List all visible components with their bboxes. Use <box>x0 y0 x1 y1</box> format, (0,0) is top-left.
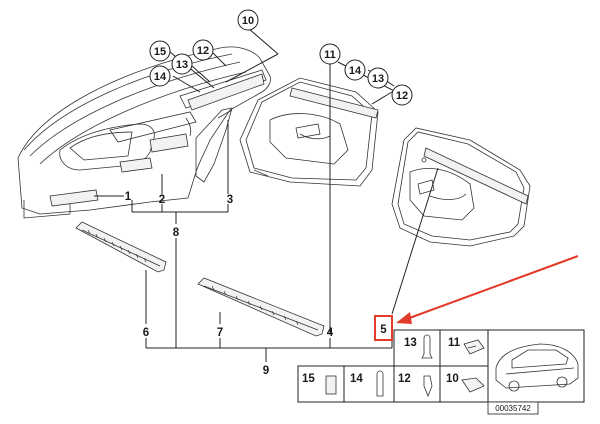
callout-circle-11: 11 <box>319 43 341 65</box>
svg-text:12: 12 <box>396 90 408 102</box>
svg-text:13: 13 <box>372 73 384 85</box>
label-4: 4 <box>327 327 334 339</box>
part-15-icon <box>325 375 337 395</box>
svg-text:15: 15 <box>154 46 166 58</box>
box-label-12: 12 <box>398 373 411 385</box>
box-label-15: 15 <box>302 373 315 385</box>
svg-text:12: 12 <box>197 45 209 57</box>
front-door-illustration <box>239 77 379 187</box>
callout-circle-15: 15 <box>149 40 171 62</box>
screw-12-icon <box>423 375 433 398</box>
label-1: 1 <box>125 191 132 203</box>
diagram-code: 00035742 <box>487 401 539 415</box>
svg-text:00035742: 00035742 <box>495 404 531 413</box>
svg-text:14: 14 <box>349 65 362 77</box>
car-silhouette-box <box>487 329 585 403</box>
callout-circle-14-door: 14 <box>344 59 366 81</box>
svg-text:11: 11 <box>324 49 336 61</box>
box-label-13: 13 <box>404 337 417 349</box>
box-label-10: 10 <box>446 373 459 385</box>
car-icon <box>495 343 579 389</box>
red-arrow-indicator <box>396 255 579 324</box>
rear-door-illustration <box>391 127 531 247</box>
label-6: 6 <box>143 327 149 339</box>
clip-10-icon <box>461 377 485 393</box>
label-3: 3 <box>227 194 233 206</box>
callout-circle-12-door: 12 <box>391 84 413 106</box>
callout-circle-13-door: 13 <box>367 67 389 89</box>
hardware-box-lower: 15 14 12 10 <box>297 365 489 403</box>
push-clip-13-icon <box>421 334 433 359</box>
callout-circle-13: 13 <box>171 53 193 75</box>
trim-strip-6-illustration <box>75 221 167 273</box>
box-label-14: 14 <box>350 373 363 385</box>
screw-14-icon <box>376 370 384 397</box>
dashboard-illustration <box>17 46 271 219</box>
clip-11-icon <box>463 339 485 355</box>
svg-text:13: 13 <box>176 59 188 71</box>
label-2: 2 <box>159 194 165 206</box>
label-8: 8 <box>173 227 180 239</box>
box-label-11: 11 <box>448 337 461 349</box>
svg-text:5: 5 <box>380 324 387 336</box>
svg-text:14: 14 <box>154 71 167 83</box>
label-5-highlight: 5 <box>374 315 393 341</box>
callout-circle-12: 12 <box>192 39 214 61</box>
label-9: 9 <box>263 365 269 377</box>
trim-strip-7-illustration <box>197 277 325 337</box>
label-7: 7 <box>217 327 223 339</box>
svg-text:10: 10 <box>242 15 254 27</box>
callout-circle-10: 10 <box>237 9 259 31</box>
callout-circle-14: 14 <box>149 65 171 87</box>
